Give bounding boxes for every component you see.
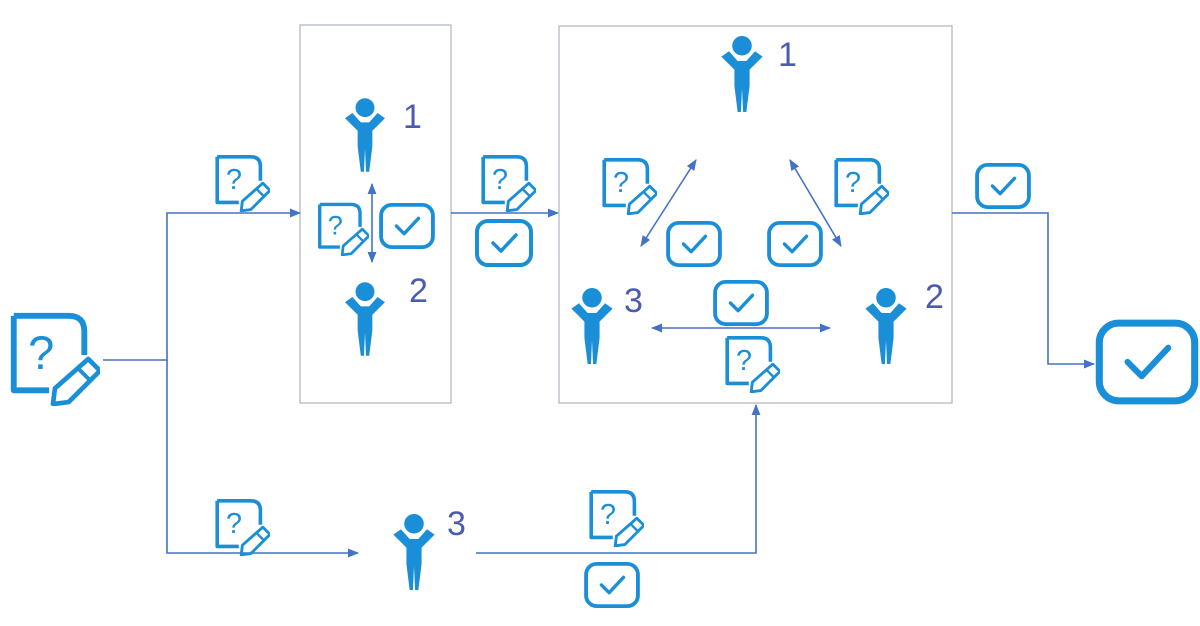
- checkmark-icon: [767, 220, 823, 268]
- person-label: 3: [624, 282, 643, 320]
- group-review-panel: [558, 25, 953, 404]
- checkmark-icon: [475, 219, 533, 267]
- connector-start-branch: [166, 360, 360, 558]
- person-icon: [345, 98, 385, 172]
- person-label: 1: [778, 36, 797, 74]
- person-label: 3: [447, 505, 466, 543]
- checkmark-icon: [975, 162, 1031, 210]
- person-label: 2: [409, 272, 428, 310]
- checkmark-icon: [584, 561, 640, 609]
- person-label: 1: [403, 98, 422, 136]
- person-icon: [865, 288, 907, 364]
- connector-start-trunk: [103, 208, 302, 361]
- question-document-icon: [481, 155, 536, 212]
- person-icon: [393, 514, 435, 590]
- person-icon: [721, 36, 763, 112]
- question-document-icon: [834, 158, 889, 215]
- checkmark-icon: [379, 202, 435, 250]
- checkmark-icon: [666, 220, 722, 268]
- question-document-icon: [602, 158, 657, 215]
- connector-person3-to-panel2: [476, 403, 761, 554]
- question-document-icon: [589, 489, 644, 547]
- checkmark-icon: [713, 279, 769, 327]
- question-document-icon: [215, 155, 270, 212]
- question-document-icon: [318, 202, 369, 256]
- question-document-icon: [725, 335, 780, 393]
- person-label: 2: [925, 278, 944, 316]
- exchange-arrow-1-2-right: [789, 159, 842, 247]
- exchange-arrow-1-3: [640, 159, 697, 247]
- connectors: [103, 159, 1096, 558]
- question-document-icon: [215, 498, 270, 556]
- connector-panel2-to-result: [952, 212, 1096, 369]
- final-result-checkmark-icon: [1099, 323, 1194, 401]
- question-document-icon: [14, 316, 100, 404]
- person-icon: [571, 288, 613, 364]
- pair-review-panel: [299, 24, 452, 404]
- person-icon: [345, 282, 385, 356]
